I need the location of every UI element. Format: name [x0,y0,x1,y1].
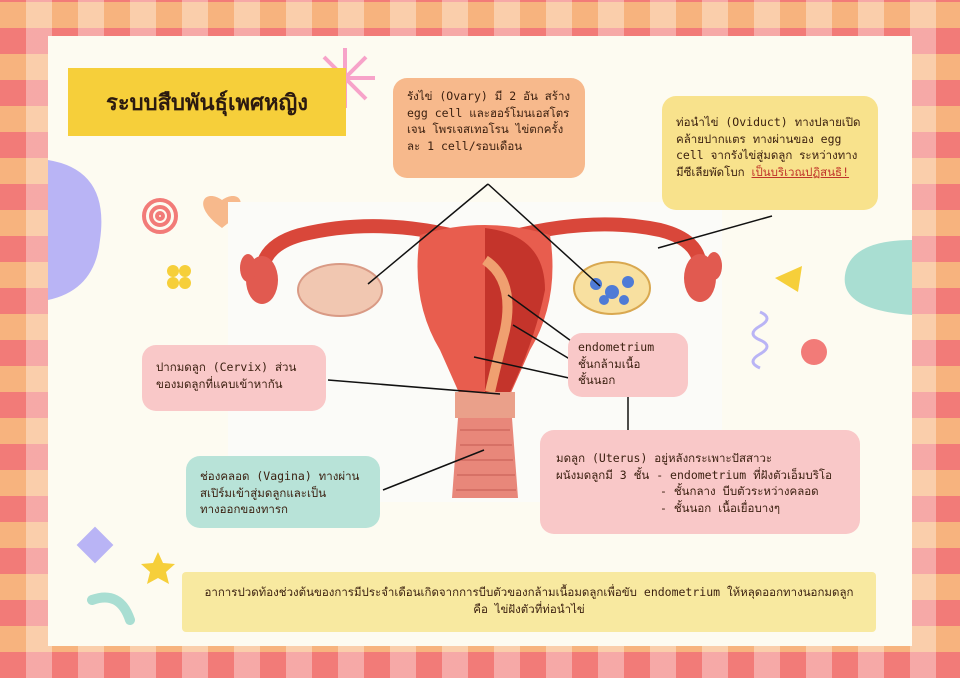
oviduct-note: ท่อนำไข่ (Oviduct) ทางปลายเปิดคล้ายปากแต… [662,96,878,210]
left-ovary [297,263,383,317]
pointer-lines [327,183,773,491]
spiral-icon [142,198,178,234]
flower-icon [167,265,191,289]
diamond-icon [76,526,114,564]
vagina-shape [452,418,518,498]
uterus-line-2: - ชั้นกลาง บีบตัวระหว่างคลอด [660,484,819,499]
left-fimbriae [240,254,278,304]
fertilization-link[interactable]: เป็นบริเวณปฏิสนธิ! [751,165,850,180]
ovary-follicles [590,276,634,305]
layer-outer: ชั้นนอก [578,373,616,388]
mint-blob [844,240,912,315]
layer-endometrium: endometrium [578,340,655,354]
star-icon [141,552,175,584]
cervix-shape [455,392,515,418]
layer-muscle: ชั้นกล้ามเนื้อ [578,356,641,371]
right-fimbriae [684,252,722,302]
right-oviduct [498,217,707,269]
oviduct-text: ท่อนำไข่ (Oviduct) ทางปลายเปิดคล้ายปากแต… [676,115,861,180]
triangle-icon [775,266,802,292]
purple-blob [48,160,102,300]
left-oviduct [255,219,472,272]
cervix-note: ปากมดลูก (Cervix) ส่วนของมดลูกที่แคบเข้า… [142,345,326,411]
uterus-intro: มดลูก (Uterus) อยู่หลังกระเพาะปัสสาวะ [556,451,773,465]
menstrual-cramp-note: อาการปวดท้องช่วงต้นของการมีประจำเดือนเกิ… [182,572,876,632]
page-title: ระบบสืบพันธุ์เพศหญิง [68,68,346,136]
uterine-layers-note: endometrium ชั้นกล้ามเนื้อ ชั้นนอก [568,333,688,397]
arc-icon [87,592,135,625]
vagina-rugae [456,429,516,491]
ovary-note: รังไข่ (Ovary) มี 2 อัน สร้าง egg cell แ… [393,78,585,178]
squiggle-icon [751,310,769,370]
vagina-note: ช่องคลอด (Vagina) ทางผ่านสเปิร์มเข้าสู่ม… [186,456,380,528]
uterine-cavity [482,255,513,394]
uterus-line-1: ผนังมดลูกมี 3 ชั้น - endometrium ที่ฝังต… [556,467,832,482]
dot-icon [801,339,827,365]
uterus-note: มดลูก (Uterus) อยู่หลังกระเพาะปัสสาวะ ผน… [540,430,860,534]
uterus-line-3: - ชั้นนอก เนื้อเยื่อบางๆ [660,501,780,516]
